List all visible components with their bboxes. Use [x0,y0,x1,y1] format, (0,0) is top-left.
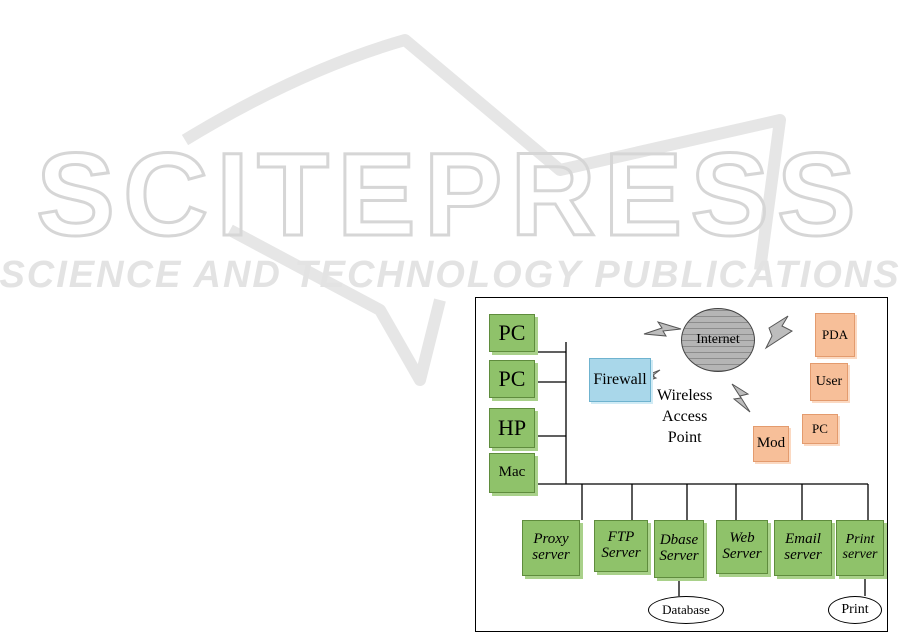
firewall-label: Firewall [593,372,646,389]
mobile-pda-label: PDA [822,328,848,342]
mobile-pc: PC [802,414,838,444]
workstation-pc-1: PC [489,314,535,352]
internet-label: Internet [696,332,740,348]
workstation-pc-2-label: PC [499,367,526,390]
print-server-label-1: Print [846,533,875,548]
email-server-label-1: Email [785,532,821,548]
mobile-user: User [810,363,848,401]
database-label: Database [662,602,710,618]
svg-text:SCITEPRESS: SCITEPRESS [36,129,864,261]
workstation-pc-1-label: PC [499,321,526,344]
firewall-box: Firewall [589,358,651,402]
wireless-line-2: Access [657,406,712,427]
dbase-server-label-1: Dbase [660,533,698,549]
mobile-pc-label: PC [812,422,828,436]
workstation-pc-2: PC [489,360,535,398]
web-server-label-1: Web [729,531,754,547]
print-label: Print [841,602,868,618]
workstation-mac-label: Mac [499,465,526,481]
print-ellipse: Print [828,596,882,624]
ftp-server-label-2: Server [601,546,640,562]
wireless-line-1: Wireless [657,385,712,406]
svg-text:SCIENCE AND TECHNOLOGY PUBLICA: SCIENCE AND TECHNOLOGY PUBLICATIONS [0,254,901,296]
workstation-mac: Mac [489,453,535,493]
email-server-label-2: server [784,548,822,564]
print-server-label-2: server [843,548,878,563]
dbase-server-label-2: Server [659,549,698,565]
modem: Mod [753,426,789,462]
workstation-hp: HP [489,408,535,448]
ftp-server-label-1: FTP [608,530,635,546]
modem-label: Mod [757,436,785,452]
wireless-line-3: Point [657,427,712,448]
mobile-pda: PDA [815,313,855,357]
internet-cloud: Internet [681,308,755,372]
wireless-access-point-label: Wireless Access Point [657,385,712,448]
proxy-server-label-2: server [532,548,570,564]
database-ellipse: Database [648,596,724,624]
proxy-server-label-1: Proxy [533,532,568,548]
workstation-hp-label: HP [498,416,526,439]
mobile-user-label: User [816,375,842,390]
web-server-label-2: Server [722,547,761,563]
network-diagram: PC PC HP Mac Firewall Internet Wireless … [475,297,888,632]
